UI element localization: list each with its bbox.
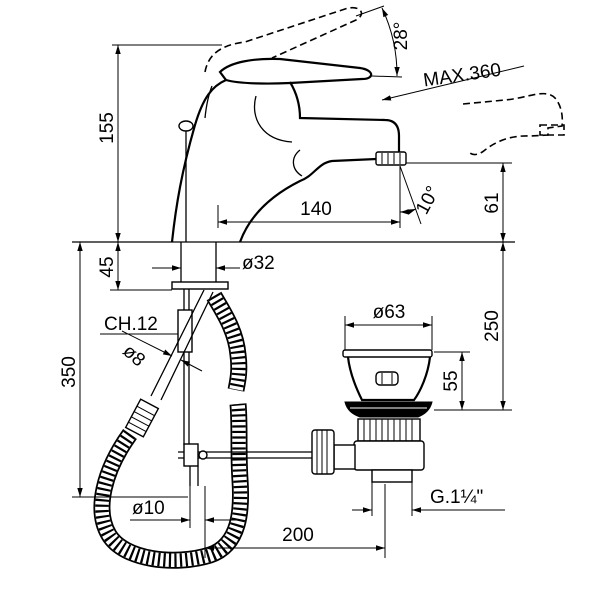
angle-ref-line-raised bbox=[355, 5, 385, 17]
supply-pipe-straight bbox=[150, 289, 214, 401]
dimension-label-drain-thread: G.1¼" bbox=[430, 487, 483, 508]
drain-knob bbox=[178, 120, 194, 242]
shank bbox=[171, 242, 229, 290]
spout-aerator bbox=[375, 151, 407, 166]
dimension-label-shank-length: 45 bbox=[97, 256, 118, 277]
dimension-label-spout-top-height: 155 bbox=[97, 112, 118, 144]
faucet-body bbox=[170, 78, 401, 243]
lever-handle bbox=[218, 57, 373, 85]
dimension-label-swivel-range: MAX.360 bbox=[422, 60, 502, 92]
dimension-label-hose-length: 350 bbox=[59, 356, 80, 388]
dimension-label-wrench-size: CH.12 bbox=[104, 314, 158, 335]
dimension-label-spout-outlet-height: 61 bbox=[482, 192, 503, 213]
drain-side-connector bbox=[311, 429, 356, 475]
angle-arc-28 bbox=[381, 7, 400, 77]
angle-arc-10 bbox=[399, 208, 417, 215]
dimension-label-drain-flange-diameter: ø63 bbox=[373, 302, 406, 323]
dimension-label-lever-angle: 28° bbox=[391, 22, 412, 51]
dimension-label-drain-flange-height: 55 bbox=[441, 370, 462, 391]
dimension-label-drain-depth: 250 bbox=[482, 310, 503, 342]
pop-up-drain bbox=[342, 349, 433, 483]
flexible-hose-loop bbox=[93, 403, 250, 569]
flexible-hose-upper bbox=[206, 291, 248, 392]
drain-rod bbox=[177, 289, 193, 445]
pop-up-rod bbox=[178, 443, 314, 486]
dimension-arrow-pipe-right bbox=[180, 359, 203, 372]
angle-ref-line bbox=[371, 75, 403, 78]
hose-fitting bbox=[124, 398, 160, 438]
dimension-label-shank-diameter: ø32 bbox=[242, 253, 275, 274]
dimension-label-spout-reach: 140 bbox=[300, 199, 332, 220]
dimension-label-rod-diameter: ø10 bbox=[132, 498, 165, 519]
swivel-leader-line bbox=[381, 65, 525, 101]
dimension-label-rod-length: 200 bbox=[282, 525, 314, 546]
spout-swivel-outline bbox=[462, 92, 565, 156]
dimension-label-hose-pipe-diameter: ø8 bbox=[118, 341, 149, 371]
dimension-arrow-pipe-left bbox=[121, 330, 173, 357]
angle-ref-line-spout bbox=[399, 165, 422, 225]
lever-raised-outline bbox=[204, 6, 363, 73]
